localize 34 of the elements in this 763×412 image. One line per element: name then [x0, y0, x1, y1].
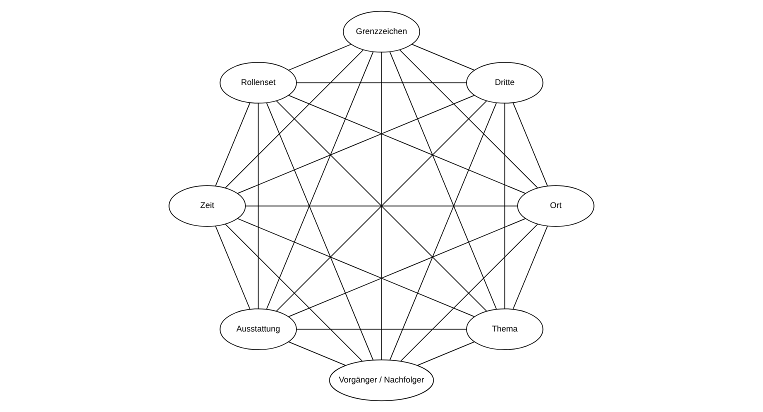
connector	[400, 224, 538, 362]
connector	[399, 49, 538, 188]
node-ellipse: Thema	[466, 308, 544, 350]
connector	[504, 103, 506, 310]
node-ellipse: Vorgänger / Nachfolger	[329, 359, 434, 402]
node-ellipse: Ausstattung	[220, 308, 297, 350]
connector	[296, 82, 467, 84]
connector	[215, 226, 250, 310]
connector	[288, 218, 526, 318]
node-ellipse: Ort	[517, 185, 594, 227]
connector	[237, 95, 475, 194]
connector	[381, 52, 382, 360]
connector	[390, 102, 497, 360]
connector	[417, 341, 475, 366]
connector	[258, 103, 259, 310]
connector	[224, 50, 364, 188]
connector	[215, 102, 250, 186]
connector	[411, 44, 475, 71]
connector	[389, 51, 497, 310]
connector	[266, 102, 374, 360]
node-ellipse: Dritte	[466, 62, 544, 104]
connector	[224, 224, 363, 362]
connector	[266, 51, 374, 310]
connector	[288, 341, 346, 366]
connector	[288, 94, 526, 194]
node-ellipse: Grenzzeichen	[342, 10, 420, 53]
node-ellipse: Rollenset	[220, 62, 297, 104]
connector	[512, 102, 548, 186]
connector	[296, 328, 467, 330]
connector	[288, 44, 352, 71]
connector	[276, 100, 487, 312]
connector	[512, 226, 548, 310]
node-ellipse: Zeit	[168, 185, 246, 227]
connector	[237, 218, 475, 317]
